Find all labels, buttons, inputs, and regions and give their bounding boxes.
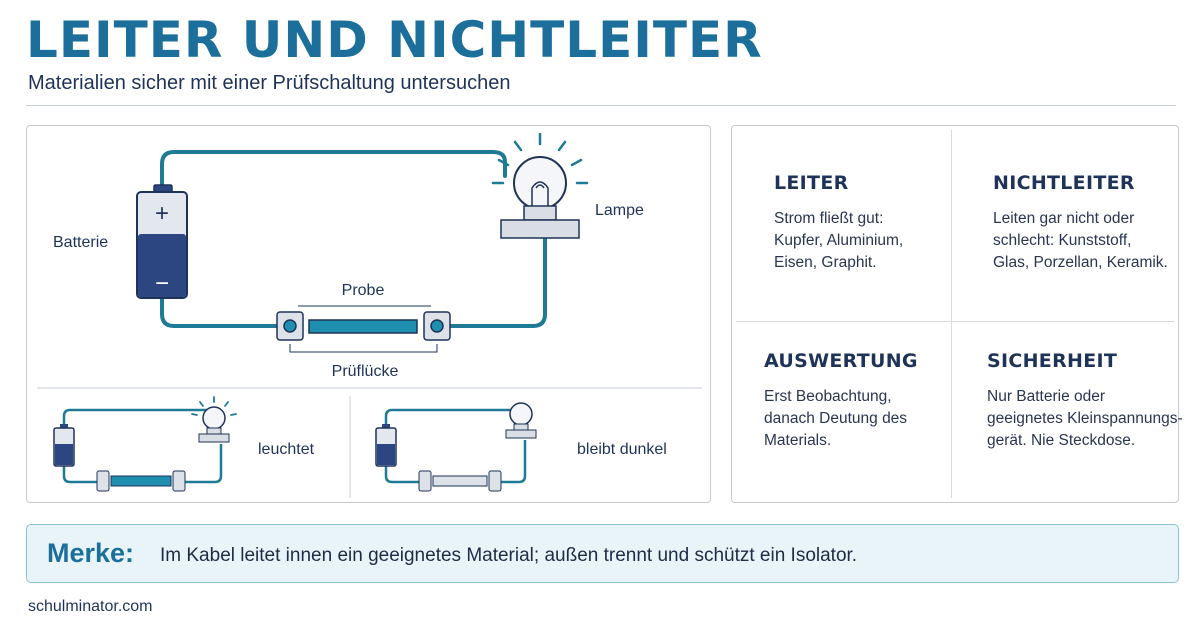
gap-label: Prüflücke <box>332 363 399 380</box>
info-grid: LEITER Strom fließt gut: Kupfer, Alumini… <box>731 125 1183 503</box>
gap-bracket <box>289 344 438 353</box>
lamp-label: Lampe <box>595 202 644 219</box>
info-card-leiter: LEITER Strom fließt gut: Kupfer, Alumini… <box>774 172 974 274</box>
probe-clamp-left <box>276 311 304 341</box>
info-card-heading: LEITER <box>774 172 849 194</box>
page-title: LEITER UND NICHTLEITER <box>26 11 763 69</box>
example-circuit-dark <box>375 402 537 492</box>
battery-plus-sign: + <box>155 200 169 227</box>
battery-icon: + − <box>136 184 188 299</box>
lamp-icon <box>491 132 589 239</box>
info-card-heading: SICHERHEIT <box>987 350 1118 372</box>
lit-rays-icon <box>191 396 237 416</box>
circuit-diagram: + − Batterie Lampe Probe <box>37 132 702 498</box>
info-card-text: Strom fließt gut: Kupfer, Aluminium, Eis… <box>774 210 904 271</box>
main-wire-bottom <box>160 292 281 328</box>
info-card-heading: AUSWERTUNG <box>764 350 918 372</box>
main-wire-right <box>445 232 547 328</box>
main-wire-top <box>160 150 507 192</box>
circuit-diagram-panel: + − Batterie Lampe Probe <box>26 125 711 503</box>
example-dark-label: bleibt dunkel <box>577 441 667 458</box>
info-card-sicherheit: SICHERHEIT Nur Batterie oder geeignetes … <box>987 350 1187 452</box>
probe-clamp-right <box>423 311 451 341</box>
example-circuit-lit <box>53 396 237 492</box>
info-card-text: Nur Batterie oder geeignetes Kleinspannu… <box>987 388 1183 449</box>
info-card-heading: NICHTLEITER <box>993 172 1135 194</box>
example-lit-label: leuchtet <box>258 441 315 458</box>
page-subtitle: Materialien sicher mit einer Prüfschaltu… <box>28 72 511 94</box>
probe-material-conductor <box>308 319 418 334</box>
probe-label: Probe <box>342 282 385 299</box>
info-card-text: Leiten gar nicht oder schlecht: Kunststo… <box>993 210 1168 271</box>
footer-site: schulminator.com <box>28 598 153 615</box>
info-grid-horizontal-divider <box>736 321 1174 322</box>
info-card-text: Erst Beobachtung, danach Deutung des Mat… <box>764 388 908 449</box>
info-card-nichtleiter: NICHTLEITER Leiten gar nicht oder schlec… <box>993 172 1193 274</box>
note-text: Im Kabel leitet innen ein geeignetes Mat… <box>160 545 858 566</box>
header-divider <box>26 105 1176 106</box>
info-grid-vertical-divider <box>951 130 952 498</box>
battery-minus-sign: − <box>155 270 169 297</box>
note-label: Merke: <box>47 538 135 568</box>
battery-label: Batterie <box>53 234 108 251</box>
merke-note-box: Merke: Im Kabel leitet innen ein geeigne… <box>26 524 1179 583</box>
info-card-auswertung: AUSWERTUNG Erst Beobachtung, danach Deut… <box>764 350 964 452</box>
